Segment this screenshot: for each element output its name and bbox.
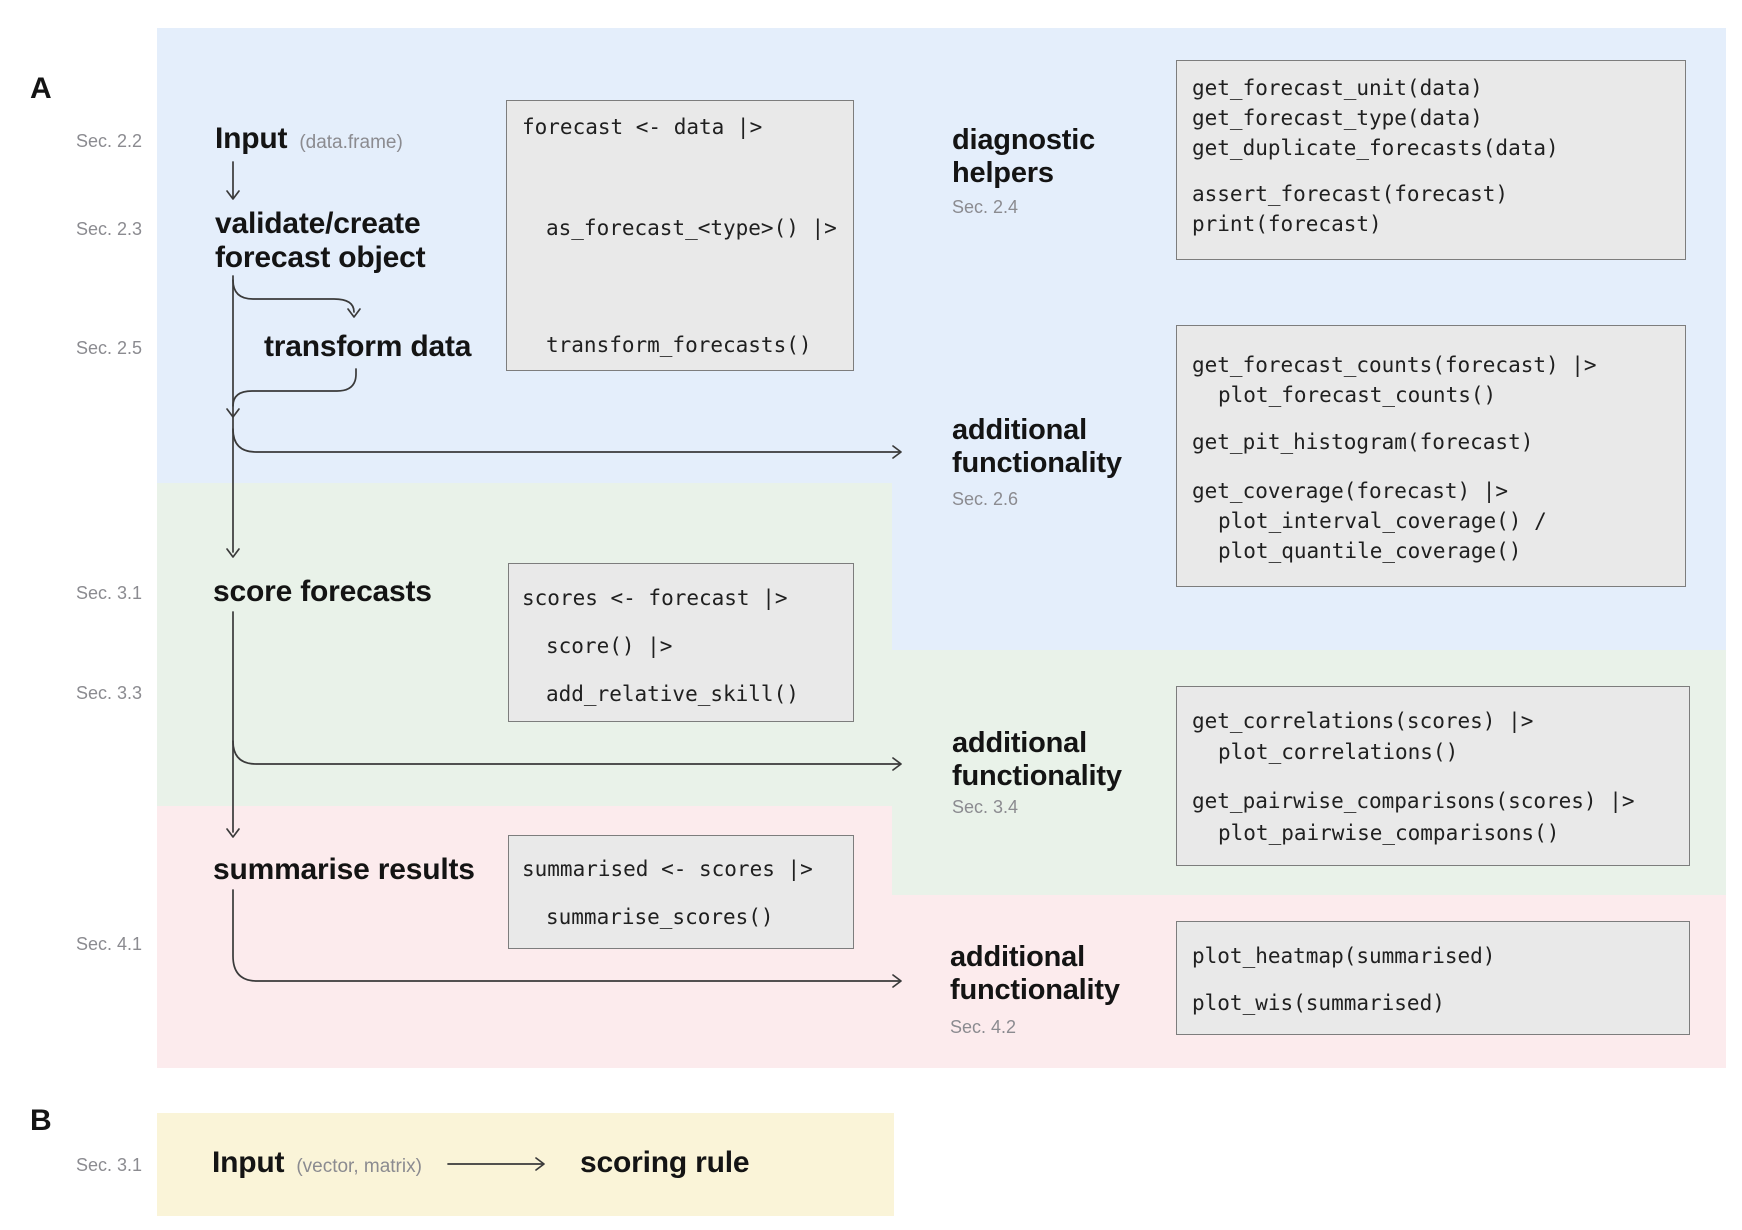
section-ref-2-3: Sec. 2.3 xyxy=(76,219,143,239)
code-box-score xyxy=(508,563,854,722)
code-line: summarised <- scores |> xyxy=(522,857,813,881)
code-line: plot_interval_coverage() / xyxy=(1218,509,1547,533)
code-line: scores <- forecast |> xyxy=(522,586,788,610)
section-ref-4-1: Sec. 4.1 xyxy=(76,934,143,954)
panel-b-input-annotation: (vector, matrix) xyxy=(296,1156,422,1177)
code-line: print(forecast) xyxy=(1192,212,1382,236)
input-annotation: (data.frame) xyxy=(299,132,403,153)
code-box-diagnostic xyxy=(1176,60,1686,260)
code-line: assert_forecast(forecast) xyxy=(1192,182,1509,206)
panel-b-scoring-rule: scoring rule xyxy=(580,1146,750,1179)
code-box-summarise xyxy=(508,835,854,949)
code-line: transform_forecasts() xyxy=(546,333,812,357)
code-line: summarise_scores() xyxy=(546,905,774,929)
section-ref-2-2: Sec. 2.2 xyxy=(76,131,143,151)
code-line: plot_heatmap(summarised) xyxy=(1192,944,1496,968)
panel-a-label: A xyxy=(30,72,52,105)
section-ref-2-6: Sec. 2.6 xyxy=(952,489,1019,509)
code-line: get_pairwise_comparisons(scores) |> xyxy=(1192,789,1635,813)
code-box-additional-4-2 xyxy=(1176,921,1690,1035)
validate-line-1: validate/create xyxy=(215,207,421,240)
panel-b-input-title: Input xyxy=(212,1146,285,1179)
section-ref-3-4: Sec. 3.4 xyxy=(952,797,1019,817)
section-ref-b-3-1: Sec. 3.1 xyxy=(76,1155,143,1175)
label-additional-functionality-3: additional functionality xyxy=(950,941,1120,1006)
flow-step-score: score forecasts xyxy=(213,575,432,608)
code-line: score() |> xyxy=(546,634,673,658)
code-line: get_coverage(forecast) |> xyxy=(1192,479,1509,503)
section-ref-4-2: Sec. 4.2 xyxy=(950,1017,1017,1037)
code-line: get_pit_histogram(forecast) xyxy=(1192,430,1534,454)
panel-b-label: B xyxy=(30,1104,52,1137)
input-title: Input xyxy=(215,122,288,155)
code-box-pipeline xyxy=(506,100,854,371)
flow-step-validate: validate/create forecast object xyxy=(215,207,426,275)
code-line: as_forecast_<type>() |> xyxy=(546,216,837,240)
code-line: get_duplicate_forecasts(data) xyxy=(1192,136,1559,160)
flow-step-summarise: summarise results xyxy=(213,853,475,886)
flow-step-input: Input (data.frame) xyxy=(215,122,403,160)
section-ref-2-5: Sec. 2.5 xyxy=(76,338,143,358)
code-box-additional-2-6 xyxy=(1176,325,1686,587)
section-ref-2-4: Sec. 2.4 xyxy=(952,197,1019,217)
section-ref-3-1: Sec. 3.1 xyxy=(76,583,143,603)
code-line: plot_wis(summarised) xyxy=(1192,991,1445,1015)
code-line: forecast <- data |> xyxy=(522,115,763,139)
section-ref-3-3: Sec. 3.3 xyxy=(76,683,143,703)
code-line: get_forecast_type(data) xyxy=(1192,106,1483,130)
panel-b-input: Input (vector, matrix) xyxy=(212,1146,422,1184)
code-box-additional-3-4 xyxy=(1176,686,1690,866)
code-line: add_relative_skill() xyxy=(546,682,799,706)
code-line: get_forecast_unit(data) xyxy=(1192,76,1483,100)
label-additional-functionality-2: additional functionality xyxy=(952,727,1122,792)
code-line: plot_correlations() xyxy=(1218,740,1459,764)
flow-step-transform: transform data xyxy=(264,330,472,363)
label-additional-functionality-1: additional functionality xyxy=(952,414,1122,479)
code-line: plot_forecast_counts() xyxy=(1218,383,1497,407)
code-line: get_correlations(scores) |> xyxy=(1192,709,1534,733)
code-line: get_forecast_counts(forecast) |> xyxy=(1192,353,1597,377)
validate-line-2: forecast object xyxy=(215,241,426,274)
code-line: plot_pairwise_comparisons() xyxy=(1218,821,1560,845)
code-line: plot_quantile_coverage() xyxy=(1218,539,1522,563)
label-diagnostic-helpers: diagnostic helpers xyxy=(952,124,1096,189)
